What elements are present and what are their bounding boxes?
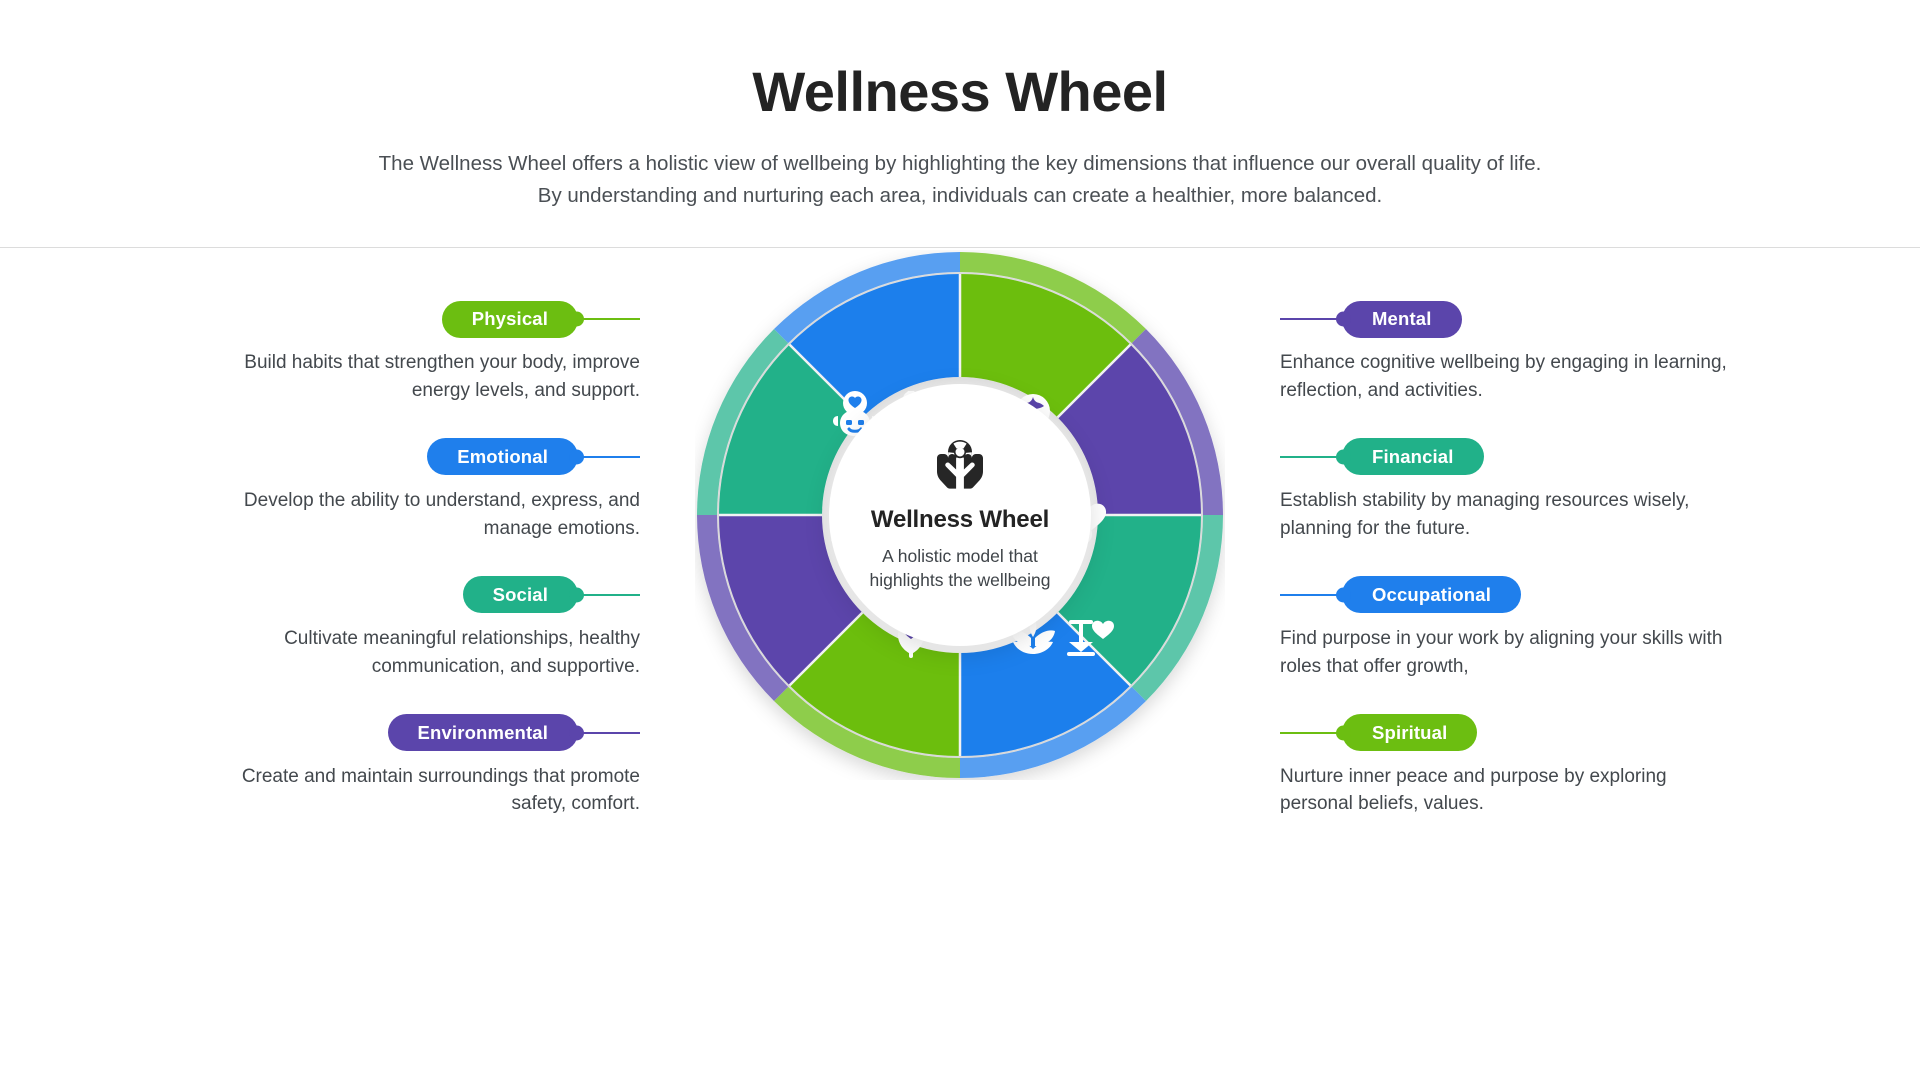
dimension-description: Develop the ability to understand, expre… [243, 489, 640, 539]
pill-row: Emotional [188, 438, 640, 476]
dimension-pill-social[interactable]: Social [462, 576, 578, 614]
left-items-column: Physical Build habits that strengthen yo… [80, 248, 640, 818]
dimension-pill-environmental[interactable]: Environmental [387, 714, 578, 752]
dimension-label: Financial [1372, 445, 1454, 467]
connector-line [582, 455, 640, 458]
pill-row: Physical [188, 300, 640, 338]
dimension-pill-mental[interactable]: Mental [1342, 300, 1462, 338]
dimension-item-spiritual[interactable]: Spiritual Nurture inner peace and purpos… [1280, 714, 1732, 819]
rim-emotional [774, 252, 960, 344]
dimension-pill-emotional[interactable]: Emotional [427, 438, 578, 476]
dimension-label: Social [492, 583, 548, 605]
page-title: Wellness Wheel [752, 60, 1168, 123]
icon-spiritual-lotus-flower [1011, 616, 1055, 654]
icon-occupational-balance-scale-heart [1067, 620, 1114, 656]
dimension-pill-occupational[interactable]: Occupational [1342, 576, 1521, 614]
connector-line [1280, 593, 1338, 596]
connector-line [1280, 455, 1338, 458]
dimension-item-occupational[interactable]: Occupational Find purpose in your work b… [1280, 576, 1732, 681]
dimension-description: Create and maintain surroundings that pr… [241, 765, 640, 815]
dimension-description: Enhance cognitive wellbeing by engaging … [1280, 352, 1727, 401]
page-header: Wellness Wheel The Wellness Wheel offers… [0, 0, 1920, 248]
dimension-item-environmental[interactable]: Environmental Create and maintain surrou… [188, 714, 640, 819]
dimension-label: Spiritual [1372, 721, 1448, 743]
dimension-item-financial[interactable]: Financial Establish stability by managin… [1280, 438, 1732, 543]
pill-row: Spiritual [1280, 714, 1732, 752]
right-items-column: Mental Enhance cognitive wellbeing by en… [1280, 248, 1840, 818]
dimension-label: Occupational [1372, 583, 1491, 605]
connector-line [582, 593, 640, 596]
pill-row: Financial [1280, 438, 1732, 476]
pill-row: Occupational [1280, 576, 1732, 614]
dimension-description: Establish stability by managing resource… [1280, 489, 1690, 539]
dimension-description: Cultivate meaningful relationships, heal… [284, 627, 640, 677]
pill-row: Social [188, 576, 640, 614]
rim-physical [960, 252, 1146, 344]
connector-line [582, 731, 640, 734]
dimension-label: Environmental [417, 721, 548, 743]
dimension-item-social[interactable]: Social Cultivate meaningful relationship… [188, 576, 640, 681]
connector-line [582, 318, 640, 320]
connector-line [1280, 731, 1338, 734]
rim-spiritual [774, 686, 960, 778]
pill-row: Mental [1280, 300, 1732, 338]
dimension-description: Find purpose in your work by aligning yo… [1280, 627, 1723, 677]
dimension-description: Nurture inner peace and purpose by explo… [1280, 765, 1667, 815]
segment-physical[interactable] [960, 274, 1131, 418]
rim-financial [1131, 515, 1223, 701]
wheel-center-title: Wellness Wheel [870, 505, 1050, 533]
wheel-center-disc: Wellness Wheel A holistic model that hig… [829, 384, 1091, 646]
segment-social[interactable] [719, 344, 863, 515]
page-subtitle: The Wellness Wheel offers a holistic vie… [378, 152, 1542, 207]
infographic-body: Physical Build habits that strengthen yo… [0, 248, 1920, 1080]
dimension-pill-financial[interactable]: Financial [1342, 438, 1484, 476]
wheel-outer-rim [697, 252, 1223, 778]
wheel-segments [719, 274, 1201, 756]
rim-occupational [960, 686, 1146, 778]
dimension-item-emotional[interactable]: Emotional Develop the ability to underst… [188, 438, 640, 543]
dimension-description: Build habits that strengthen your body, … [244, 352, 640, 401]
segment-occupational[interactable] [960, 612, 1131, 756]
wellness-wheel-diagram: $ [640, 248, 1280, 780]
hands-holding-wheel-icon [929, 438, 991, 490]
dimension-label: Emotional [457, 445, 548, 467]
pill-row: Environmental [188, 714, 640, 752]
wheel-ring-group [697, 252, 1223, 778]
dimension-item-physical[interactable]: Physical Build habits that strengthen yo… [188, 300, 640, 405]
dimension-item-mental[interactable]: Mental Enhance cognitive wellbeing by en… [1280, 300, 1732, 405]
dimension-label: Physical [471, 308, 548, 329]
connector-line [1280, 318, 1338, 320]
segment-environmental[interactable] [719, 515, 863, 686]
dimension-label: Mental [1372, 308, 1432, 329]
dimension-pill-spiritual[interactable]: Spiritual [1342, 714, 1478, 752]
dimension-pill-physical[interactable]: Physical [441, 300, 578, 338]
wheel-center-subtitle: A holistic model that highlights the wel… [869, 545, 1051, 590]
segment-mental[interactable] [1057, 344, 1201, 515]
wheel-graphic: $ [695, 250, 1225, 780]
segment-financial[interactable] [1057, 515, 1201, 686]
rim-environmental [697, 515, 789, 701]
segment-emotional[interactable] [789, 274, 960, 418]
rim-mental [1131, 329, 1223, 515]
rim-social [697, 329, 789, 515]
